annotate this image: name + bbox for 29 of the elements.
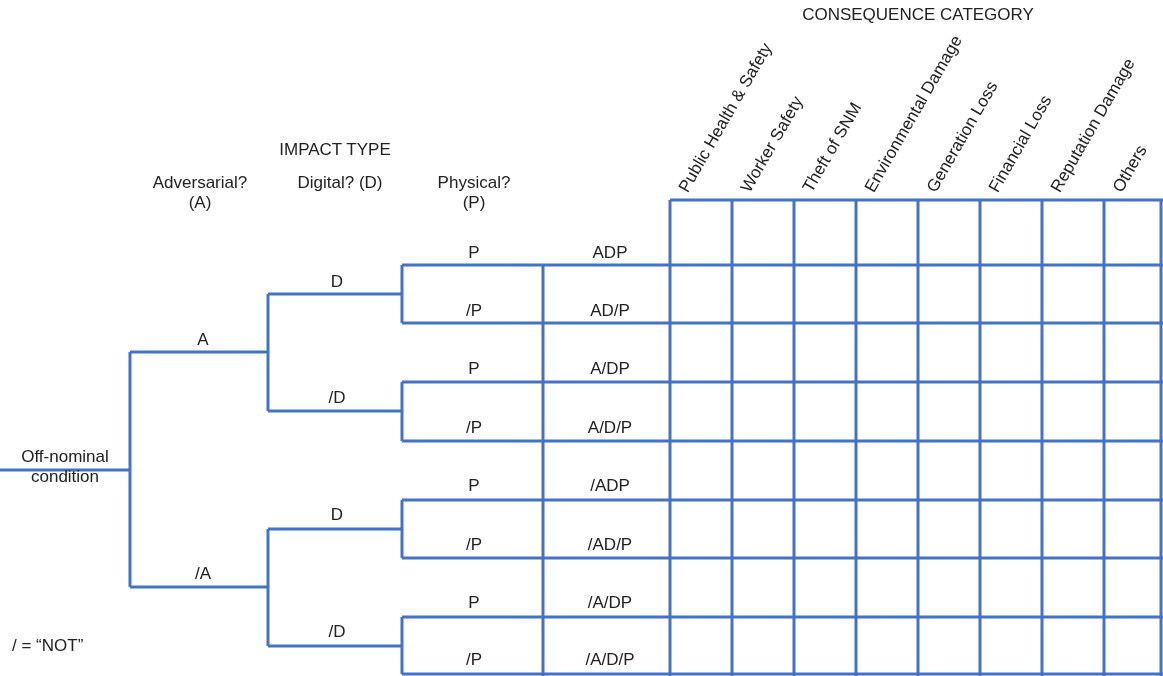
outcome-label: AD/P: [589, 301, 631, 321]
group-heading: IMPACT TYPE: [278, 140, 392, 160]
branch-label: P: [467, 593, 481, 613]
branch-label: P: [467, 359, 481, 379]
outcome-label: A/D/P: [586, 418, 634, 438]
question-label: Digital? (D): [296, 173, 384, 193]
branch-label: /A: [193, 564, 213, 584]
branch-label: /D: [327, 388, 347, 408]
branch-label: /P: [464, 650, 484, 670]
branch-label: P: [467, 243, 481, 263]
outcome-label: ADP: [591, 243, 629, 263]
branch-label: A: [196, 330, 210, 350]
question-label: Physical? (P): [436, 173, 512, 213]
question-label: Adversarial? (A): [151, 173, 249, 213]
outcome-label: /AD/P: [586, 535, 634, 555]
initiating-event-label: Off-nominal condition: [20, 447, 110, 487]
branch-label: D: [329, 505, 345, 525]
outcome-label: /A/DP: [586, 593, 634, 613]
branch-label: /P: [464, 535, 484, 555]
outcome-label: A/DP: [589, 359, 631, 379]
branch-label: D: [329, 272, 345, 292]
branch-label: /P: [464, 418, 484, 438]
outcome-label: /A/D/P: [584, 650, 636, 670]
branch-label: /P: [464, 301, 484, 321]
legend-note: / = “NOT”: [12, 636, 84, 656]
outcome-label: /ADP: [589, 476, 631, 496]
category-heading: CONSEQUENCE CATEGORY: [801, 5, 1035, 25]
branch-label: P: [467, 476, 481, 496]
branch-label: /D: [327, 622, 347, 642]
